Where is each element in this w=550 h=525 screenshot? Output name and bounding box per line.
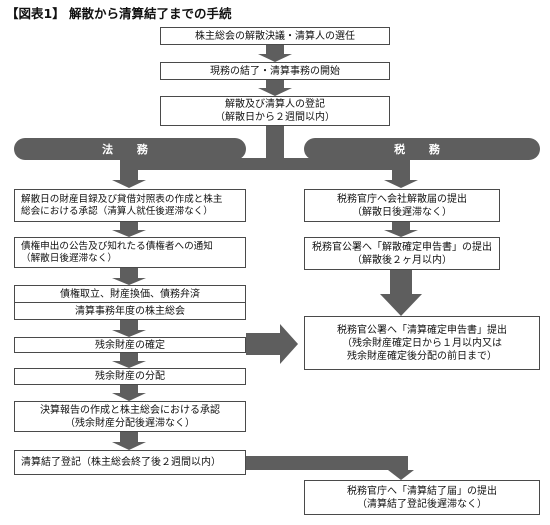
legal-liquidation-completion-registration: 清算結了登記（株主総会終了後２週間以内） (14, 450, 246, 475)
tax-liquidation-completion-notice-text: 税務官庁へ「清算結了届」の提出 （清算結了登記後遅滞なく） (347, 485, 497, 510)
step-dissolution-registration: 解散及び清算人の登記 （解散日から２週間以内） (160, 96, 390, 126)
tax-dissolution-return-text: 税務官公署へ「解散確定申告書」の提出 （解散後２ヶ月以内） (312, 241, 492, 266)
legal-residual-assets-distribution: 残余財産の分配 (14, 368, 246, 385)
tax-banner-label: 税 務 (394, 143, 450, 156)
arrow-step2-step3 (258, 80, 292, 96)
arrow-legal-to-tax (246, 324, 298, 364)
arrow-l3-l4 (112, 320, 146, 337)
arrow-l6-l7 (112, 432, 146, 450)
legal-debt-collection: 債権取立、財産換価、債務弁済 (14, 285, 246, 303)
legal-creditor-notice-text: 債権申出の公告及び知れたる債権者への通知 （解散日後遅滞なく） (21, 240, 213, 264)
tax-liquidation-return: 税務官公署へ「清算確定申告書」提出 （残余財産確定日から１月以内又は 残余財産確… (304, 316, 540, 370)
legal-fiscal-year-meeting: 清算事務年度の株主総会 (14, 302, 246, 320)
legal-settlement-report-text: 決算報告の作成と株主総会における承認 （残余財産分配後遅滞なく） (40, 404, 220, 429)
arrow-t2-t3 (380, 270, 422, 316)
arrow-to-tax (384, 170, 418, 188)
legal-debt-collection-text: 債権取立、財産換価、債務弁済 (60, 288, 200, 300)
legal-banner-label: 法 務 (102, 143, 158, 156)
legal-liquidation-completion-registration-text: 清算結了登記（株主総会終了後２週間以内） (21, 457, 221, 468)
step-shareholders-dissolution-text: 株主総会の解散決議・清算人の選任 (195, 30, 355, 42)
legal-residual-assets-distribution-text: 残余財産の分配 (95, 371, 165, 382)
arrow-l7-t4-head (388, 470, 414, 480)
tax-dissolution-notice: 税務官庁へ会社解散届の提出 （解散日後遅滞なく） (304, 189, 500, 222)
step-dissolution-registration-text: 解散及び清算人の登記 （解散日から２週間以内） (215, 99, 335, 123)
legal-creditor-notice: 債権申出の公告及び知れたる債権者への通知 （解散日後遅滞なく） (14, 237, 246, 268)
arrow-l5-l6 (112, 385, 146, 401)
step-business-conclusion-text: 現務の結了・清算事務の開始 (210, 65, 340, 77)
tax-liquidation-completion-notice: 税務官庁へ「清算結了届」の提出 （清算結了登記後遅滞なく） (304, 480, 540, 515)
legal-fiscal-year-meeting-text: 清算事務年度の株主総会 (75, 305, 185, 317)
tax-dissolution-return: 税務官公署へ「解散確定申告書」の提出 （解散後２ヶ月以内） (304, 237, 500, 270)
arrow-l1-l2 (112, 222, 146, 237)
tax-banner: 税 務 (304, 138, 540, 160)
figure-title: 【図表1】 解散から清算結了までの手続 (6, 6, 232, 21)
arrow-l2-l3 (112, 268, 146, 285)
legal-inventory-approval: 解散日の財産目録及び貸借対照表の作成と株主 総会における承認（清算人就任後遅滞な… (14, 189, 246, 222)
legal-inventory-approval-text: 解散日の財産目録及び貸借対照表の作成と株主 総会における承認（清算人就任後遅滞な… (21, 193, 223, 217)
arrow-l7-t4-vertical (394, 456, 408, 470)
arrow-split-bar (120, 158, 410, 170)
step-business-conclusion: 現務の結了・清算事務の開始 (160, 62, 390, 80)
legal-residual-assets-fixed: 残余財産の確定 (14, 337, 246, 353)
arrow-l7-t4-horizontal (244, 456, 402, 470)
arrow-t1-t2 (384, 222, 418, 237)
legal-settlement-report: 決算報告の作成と株主総会における承認 （残余財産分配後遅滞なく） (14, 401, 246, 432)
tax-liquidation-return-text: 税務官公署へ「清算確定申告書」提出 （残余財産確定日から１月以内又は 残余財産確… (337, 324, 507, 362)
arrow-l4-l5 (112, 353, 146, 368)
tax-dissolution-notice-text: 税務官庁へ会社解散届の提出 （解散日後遅滞なく） (337, 193, 467, 218)
legal-residual-assets-fixed-text: 残余財産の確定 (95, 339, 165, 351)
arrow-step1-step2 (258, 44, 292, 62)
legal-banner: 法 務 (14, 138, 246, 160)
arrow-to-legal (112, 170, 146, 188)
step-shareholders-dissolution: 株主総会の解散決議・清算人の選任 (160, 27, 390, 45)
